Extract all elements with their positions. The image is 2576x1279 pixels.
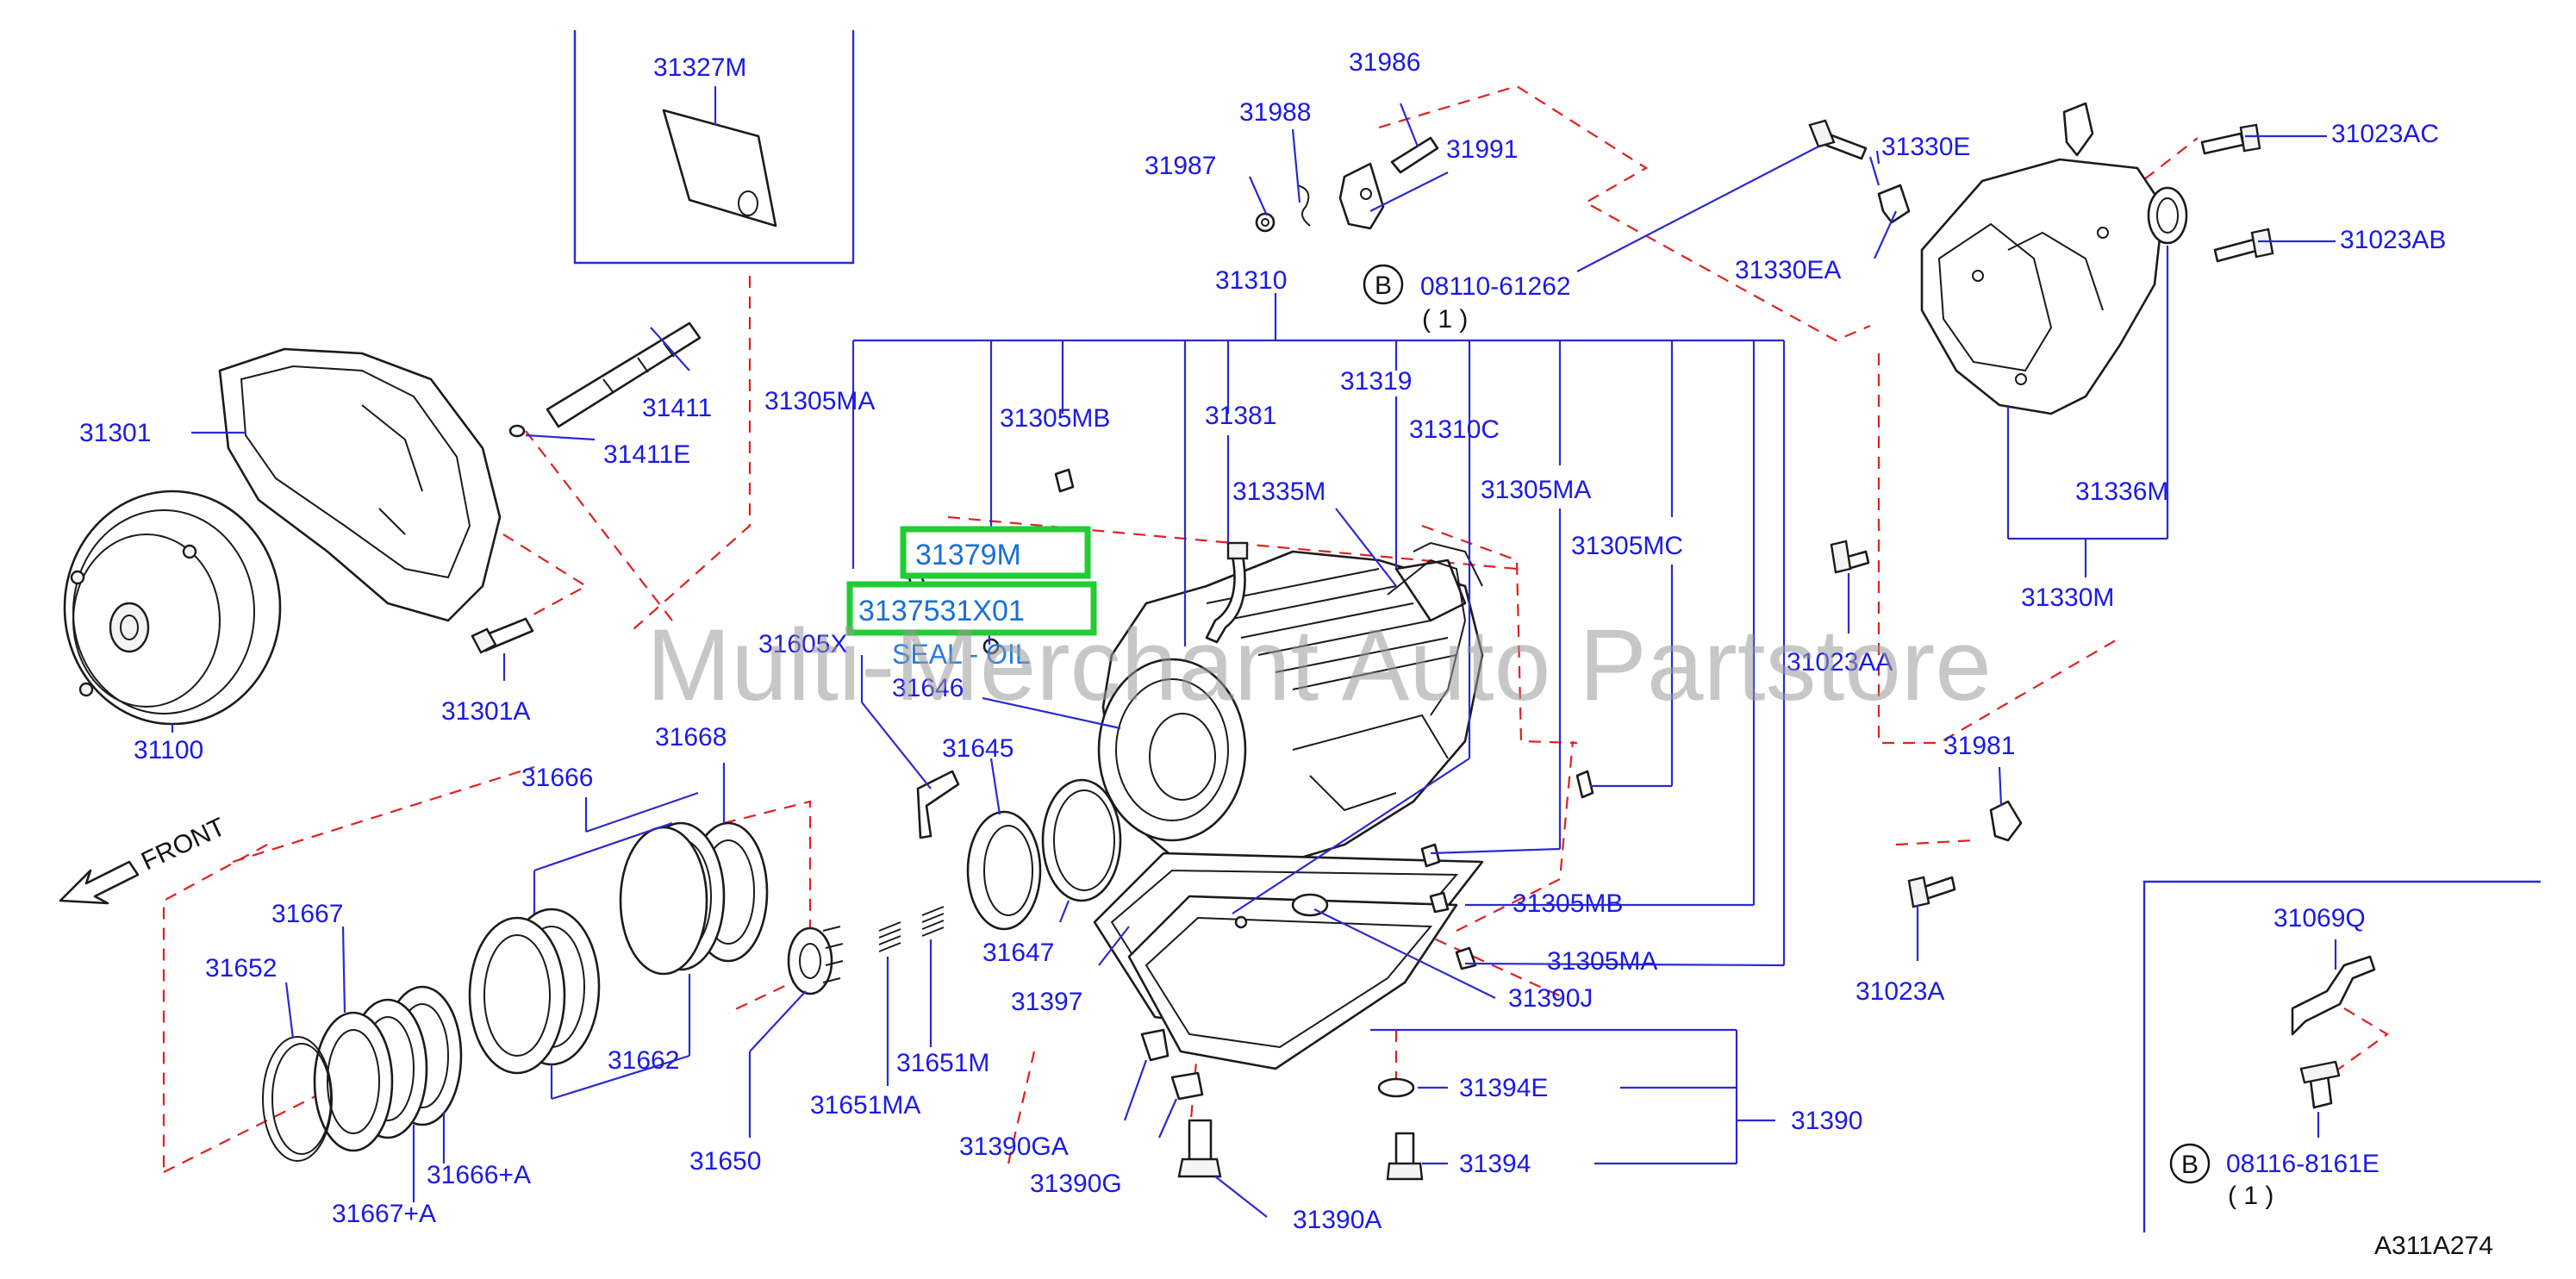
front-arrow-icon bbox=[59, 860, 140, 905]
label-31662[interactable]: 31662 bbox=[608, 1046, 679, 1075]
label-31397[interactable]: 31397 bbox=[1011, 988, 1082, 1016]
label-08110-61262[interactable]: 08110-61262 bbox=[1420, 272, 1571, 301]
transmission-case-illustration bbox=[1097, 541, 1484, 872]
label-front: FRONT bbox=[137, 813, 230, 877]
part-labels: 31327M 31986 31988 31987 31991 31330E 31… bbox=[79, 48, 2493, 1260]
label-31305MA-bottom[interactable]: 31305MA bbox=[1547, 947, 1657, 976]
label-bolt2-qty: ( 1 ) bbox=[2228, 1182, 2273, 1210]
label-31605X[interactable]: 31605X bbox=[758, 630, 847, 658]
label-08116-8161E[interactable]: 08116-8161E bbox=[2226, 1150, 2380, 1178]
converter-housing-illustration bbox=[218, 347, 502, 622]
diagram-code: A311A274 bbox=[2374, 1232, 2493, 1260]
label-31330EA[interactable]: 31330EA bbox=[1735, 256, 1841, 284]
label-31645[interactable]: 31645 bbox=[942, 734, 1014, 763]
seal-and-band-parts-illustration bbox=[916, 770, 1122, 931]
detent-parts-illustration bbox=[1255, 136, 1439, 233]
label-bolt1-qty: ( 1 ) bbox=[1422, 305, 1468, 334]
label-31069Q[interactable]: 31069Q bbox=[2273, 904, 2366, 933]
inset-box-31327M bbox=[573, 30, 855, 265]
label-31390J[interactable]: 31390J bbox=[1508, 984, 1593, 1013]
bolt-31301A-illustration bbox=[471, 617, 534, 654]
label-31667[interactable]: 31667 bbox=[271, 900, 343, 928]
label-31327M[interactable]: 31327M bbox=[653, 53, 746, 82]
label-31394[interactable]: 31394 bbox=[1459, 1150, 1531, 1178]
label-31023AB[interactable]: 31023AB bbox=[2340, 226, 2446, 254]
label-31667A[interactable]: 31667+A bbox=[332, 1200, 436, 1228]
label-31023A[interactable]: 31023A bbox=[1856, 977, 1944, 1006]
leader-lines bbox=[171, 103, 2337, 1218]
label-31381[interactable]: 31381 bbox=[1205, 402, 1276, 430]
label-31411[interactable]: 31411 bbox=[642, 394, 712, 422]
b-marker-top: B bbox=[1375, 271, 1392, 300]
label-31335M[interactable]: 31335M bbox=[1232, 477, 1325, 506]
label-31991[interactable]: 31991 bbox=[1446, 135, 1518, 164]
watermark: Multi-Merchant Auto Partstore bbox=[646, 608, 1992, 722]
label-31646[interactable]: 31646 bbox=[892, 674, 964, 702]
inset-box-31069Q bbox=[2143, 880, 2541, 1232]
label-31394E[interactable]: 31394E bbox=[1459, 1074, 1548, 1102]
label-31668[interactable]: 31668 bbox=[655, 723, 727, 752]
springs-illustration bbox=[787, 906, 945, 995]
bracket-31981-illustration bbox=[1907, 800, 2023, 908]
label-31305MA-top[interactable]: 31305MA bbox=[764, 387, 875, 415]
label-31981[interactable]: 31981 bbox=[1943, 732, 2015, 760]
label-31988[interactable]: 31988 bbox=[1239, 98, 1311, 127]
torque-converter-illustration bbox=[63, 490, 282, 726]
label-31390GA[interactable]: 31390GA bbox=[959, 1132, 1069, 1161]
label-31310[interactable]: 31310 bbox=[1215, 266, 1287, 295]
label-31647[interactable]: 31647 bbox=[982, 939, 1054, 967]
label-31023AC[interactable]: 31023AC bbox=[2331, 120, 2439, 148]
label-31652[interactable]: 31652 bbox=[205, 954, 277, 983]
label-31651M[interactable]: 31651M bbox=[896, 1049, 989, 1077]
label-31301A[interactable]: 31301A bbox=[441, 697, 530, 726]
label-31987[interactable]: 31987 bbox=[1145, 152, 1216, 180]
label-31379M[interactable]: 31379M bbox=[915, 539, 1021, 571]
drain-parts-illustration bbox=[1140, 1028, 1424, 1181]
bolt-marker-B-top: B bbox=[1363, 264, 1404, 305]
oil-tube-illustration bbox=[1205, 541, 1249, 644]
label-31305MB-top[interactable]: 31305MB bbox=[1000, 404, 1110, 433]
label-31336M[interactable]: 31336M bbox=[2075, 477, 2168, 506]
b-marker-bottom: B bbox=[2181, 1151, 2199, 1179]
label-31330E[interactable]: 31330E bbox=[1881, 133, 1970, 161]
label-31666[interactable]: 31666 bbox=[521, 764, 593, 792]
label-31411E[interactable]: 31411E bbox=[603, 440, 690, 469]
label-31023AA[interactable]: 31023AA bbox=[1787, 648, 1893, 677]
label-31305MA-mid[interactable]: 31305MA bbox=[1481, 476, 1591, 504]
label-31305MB-bottom[interactable]: 31305MB bbox=[1513, 889, 1623, 918]
label-3137531X01[interactable]: 3137531X01 bbox=[858, 595, 1025, 627]
label-31330M[interactable]: 31330M bbox=[2021, 583, 2114, 612]
label-31319[interactable]: 31319 bbox=[1340, 367, 1412, 396]
label-seal-oil: SEAL - OIL bbox=[892, 639, 1031, 670]
label-31390G[interactable]: 31390G bbox=[1030, 1170, 1122, 1198]
input-shaft-illustration bbox=[508, 321, 702, 438]
label-31390A[interactable]: 31390A bbox=[1293, 1206, 1382, 1234]
bolt-marker-B-bottom: B bbox=[2169, 1143, 2211, 1184]
label-31310C[interactable]: 31310C bbox=[1409, 415, 1500, 444]
label-31301[interactable]: 31301 bbox=[79, 419, 151, 447]
clutch-packs-illustration bbox=[262, 821, 769, 1162]
gasket-31319-illustration bbox=[1387, 558, 1467, 716]
extension-bolts-illustration bbox=[1808, 102, 2274, 263]
label-31986[interactable]: 31986 bbox=[1349, 48, 1420, 77]
extension-housing-illustration bbox=[1920, 158, 2188, 415]
label-31390[interactable]: 31390 bbox=[1791, 1107, 1862, 1135]
highlighted-part-boxes bbox=[846, 526, 1097, 636]
label-31650[interactable]: 31650 bbox=[689, 1147, 761, 1176]
label-31651MA[interactable]: 31651MA bbox=[810, 1091, 920, 1120]
label-31100[interactable]: 31100 bbox=[134, 736, 203, 764]
label-31305MC[interactable]: 31305MC bbox=[1571, 532, 1683, 560]
label-31666A[interactable]: 31666+A bbox=[427, 1161, 531, 1189]
